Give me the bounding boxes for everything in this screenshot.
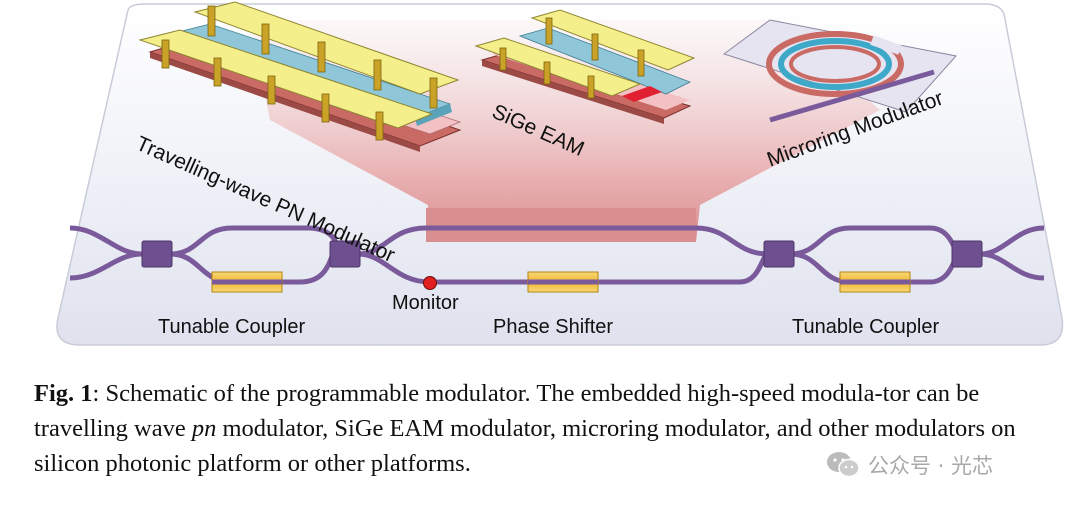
caption-text-1: : Schematic of the programmable modulato…	[34, 380, 980, 442]
microring-modulator	[722, 19, 957, 123]
figure-caption: Fig. 1: Schematic of the programmable mo…	[34, 376, 1064, 481]
label-tunable-coupler-left: Tunable Coupler	[158, 316, 306, 338]
embedded-modulator-block	[426, 208, 696, 242]
watermark: 公众号 · 光芯	[826, 448, 993, 482]
modulator-schematic: Travelling-wave PN Modulator SiGe EAM Mi…	[56, 1, 1064, 346]
watermark-text: 公众号 · 光芯	[868, 454, 994, 478]
caption-fig-label: Fig. 1	[34, 380, 93, 407]
directional-couplers	[141, 240, 983, 268]
label-phase-shifter: Phase Shifter	[493, 316, 614, 338]
monitor-dot	[423, 276, 437, 290]
wechat-icon	[827, 452, 860, 478]
label-monitor: Monitor	[392, 292, 459, 314]
sige-eam	[474, 9, 696, 124]
travelling-wave-modulator	[138, 1, 462, 152]
label-tunable-coupler-right: Tunable Coupler	[792, 316, 940, 338]
caption-text-2: modulator, SiGe EAM modulator, microring…	[34, 415, 1016, 477]
caption-italic: pn	[191, 415, 217, 442]
schematic-svg	[56, 1, 1064, 346]
